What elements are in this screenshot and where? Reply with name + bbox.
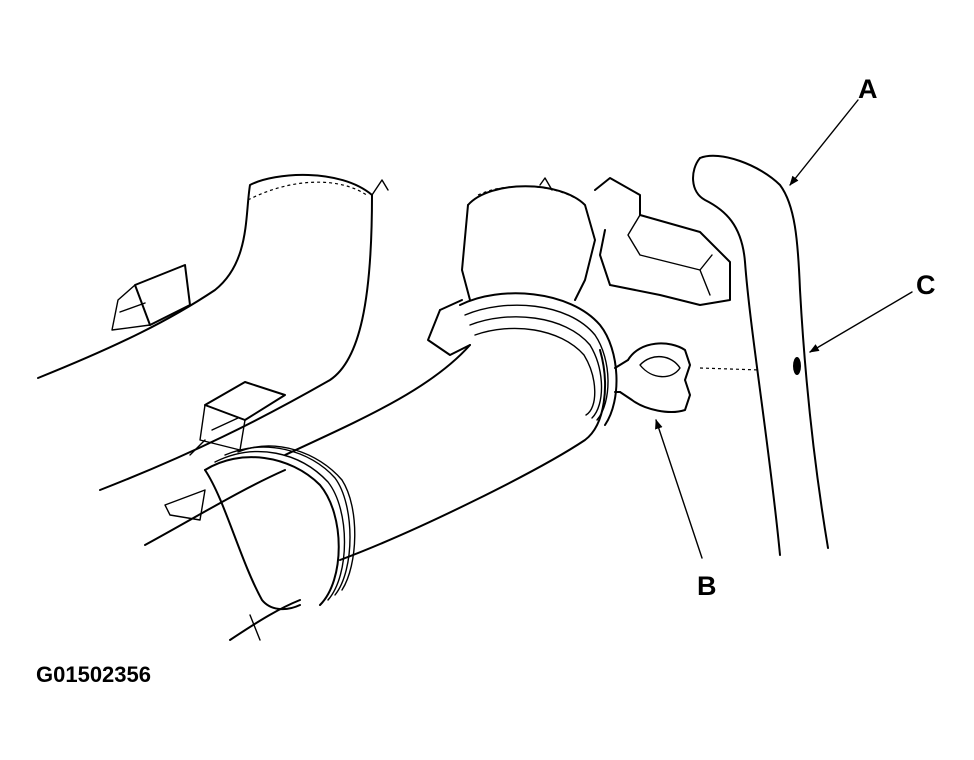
- pipe-fitting: [461, 177, 731, 306]
- lower-hose-clip: [189, 381, 286, 456]
- figure-id: G01502356: [36, 662, 151, 687]
- tube-a: [692, 154, 829, 556]
- mark-c: [793, 357, 801, 375]
- left-hose-clamp: [204, 445, 356, 641]
- upper-hose: [37, 174, 389, 491]
- main-hose: [144, 344, 606, 641]
- right-hose-clamp: [427, 292, 618, 426]
- upper-hose-clip: [111, 264, 191, 331]
- clip-b: [614, 342, 761, 413]
- label-a: A: [858, 74, 878, 104]
- label-c: C: [916, 270, 936, 300]
- callout-leaders: [655, 99, 913, 559]
- label-b: B: [697, 571, 717, 601]
